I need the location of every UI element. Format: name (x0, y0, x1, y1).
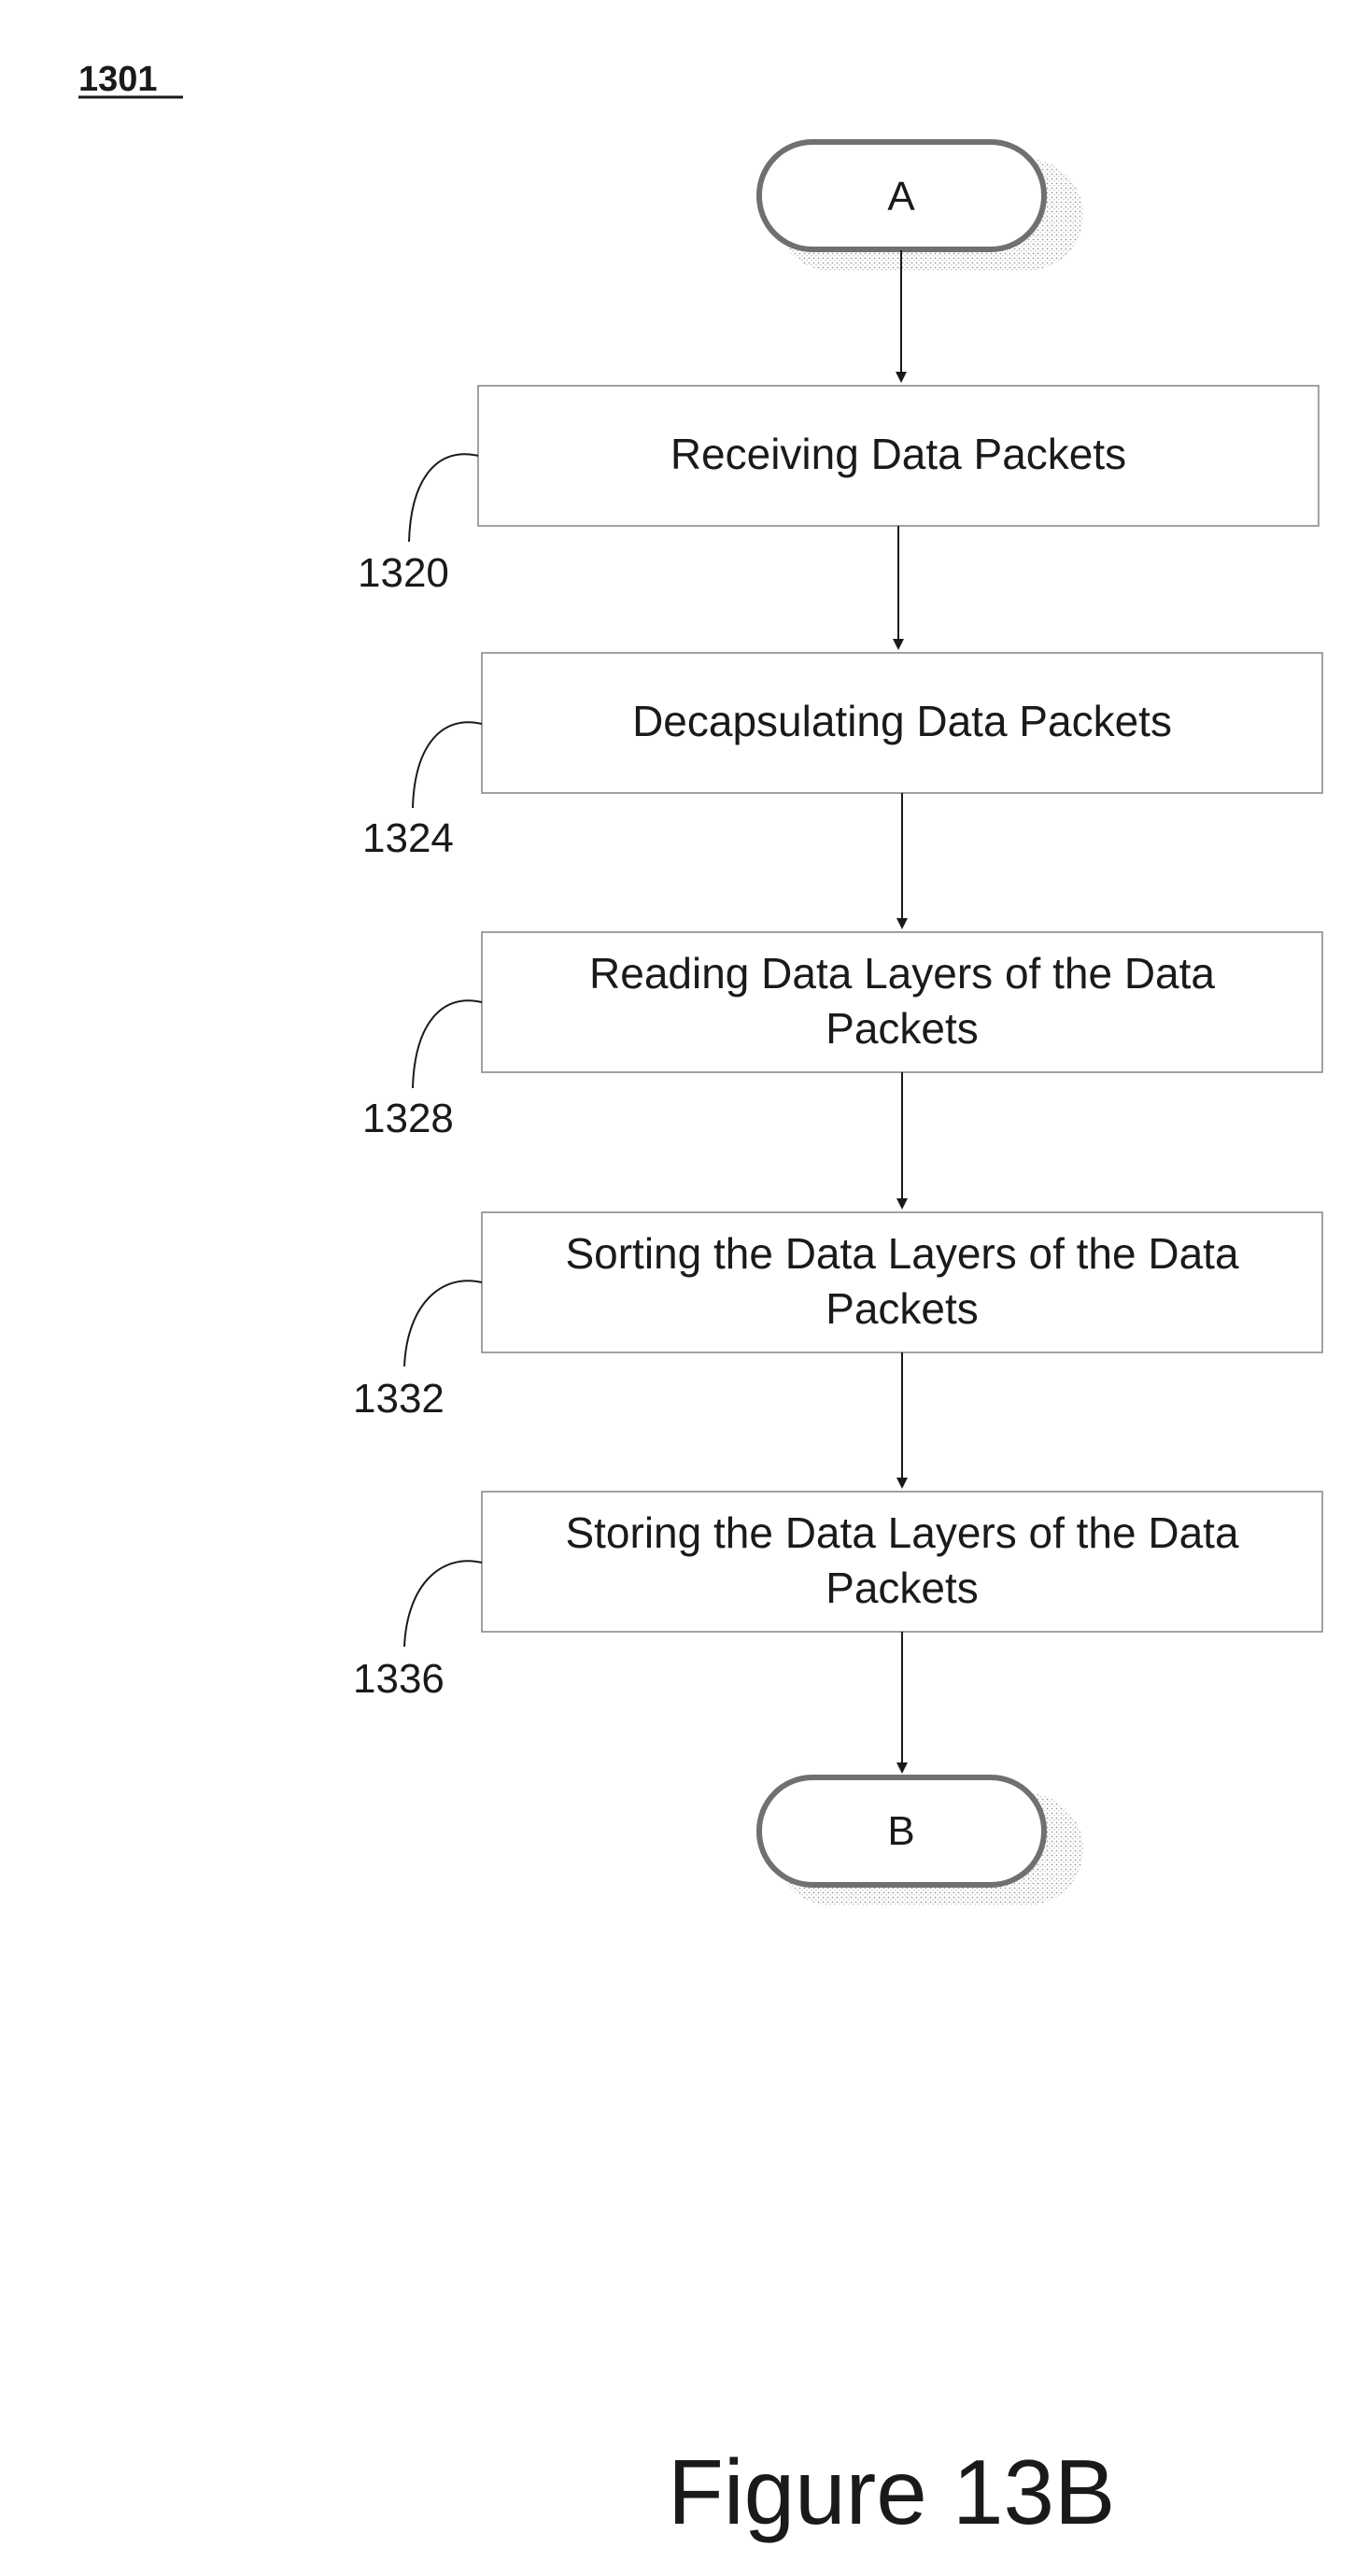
reference-leader (404, 1561, 482, 1647)
step-label-line-2: Packets (826, 1004, 979, 1053)
step-label: Receiving Data Packets (670, 430, 1126, 478)
step-label: Decapsulating Data Packets (632, 697, 1172, 745)
step-1332: Sorting the Data Layers of the Data Pack… (353, 1212, 1322, 1422)
start-terminal-label: A (887, 174, 915, 219)
reference-numeral: 1332 (353, 1376, 445, 1422)
step-label-line-2: Packets (826, 1284, 979, 1333)
reference-leader (413, 722, 482, 808)
step-label-line-2: Packets (826, 1564, 979, 1612)
start-terminal: A (759, 142, 1083, 271)
reference-numeral: 1328 (362, 1096, 454, 1141)
reference-leader (409, 454, 478, 542)
step-1328: Reading Data Layers of the Data Packets … (362, 932, 1322, 1141)
step-label-line-1: Sorting the Data Layers of the Data (565, 1229, 1239, 1278)
reference-numeral: 1320 (358, 550, 449, 596)
reference-leader (404, 1281, 482, 1366)
end-terminal-label: B (887, 1808, 914, 1854)
step-1320: Receiving Data Packets 1320 (358, 386, 1319, 596)
figure-id-text: 1301 (78, 60, 158, 99)
step-label-line-1: Storing the Data Layers of the Data (565, 1508, 1239, 1557)
figure-caption: Figure 13B (668, 2441, 1115, 2543)
reference-leader (413, 1000, 482, 1088)
figure-id-label: 1301 (78, 60, 183, 99)
step-1324: Decapsulating Data Packets 1324 (362, 653, 1322, 861)
reference-numeral: 1336 (353, 1656, 445, 1702)
reference-numeral: 1324 (362, 815, 454, 861)
end-terminal: B (759, 1777, 1083, 1905)
step-1336: Storing the Data Layers of the Data Pack… (353, 1492, 1322, 1702)
step-label-line-1: Reading Data Layers of the Data (589, 949, 1215, 998)
